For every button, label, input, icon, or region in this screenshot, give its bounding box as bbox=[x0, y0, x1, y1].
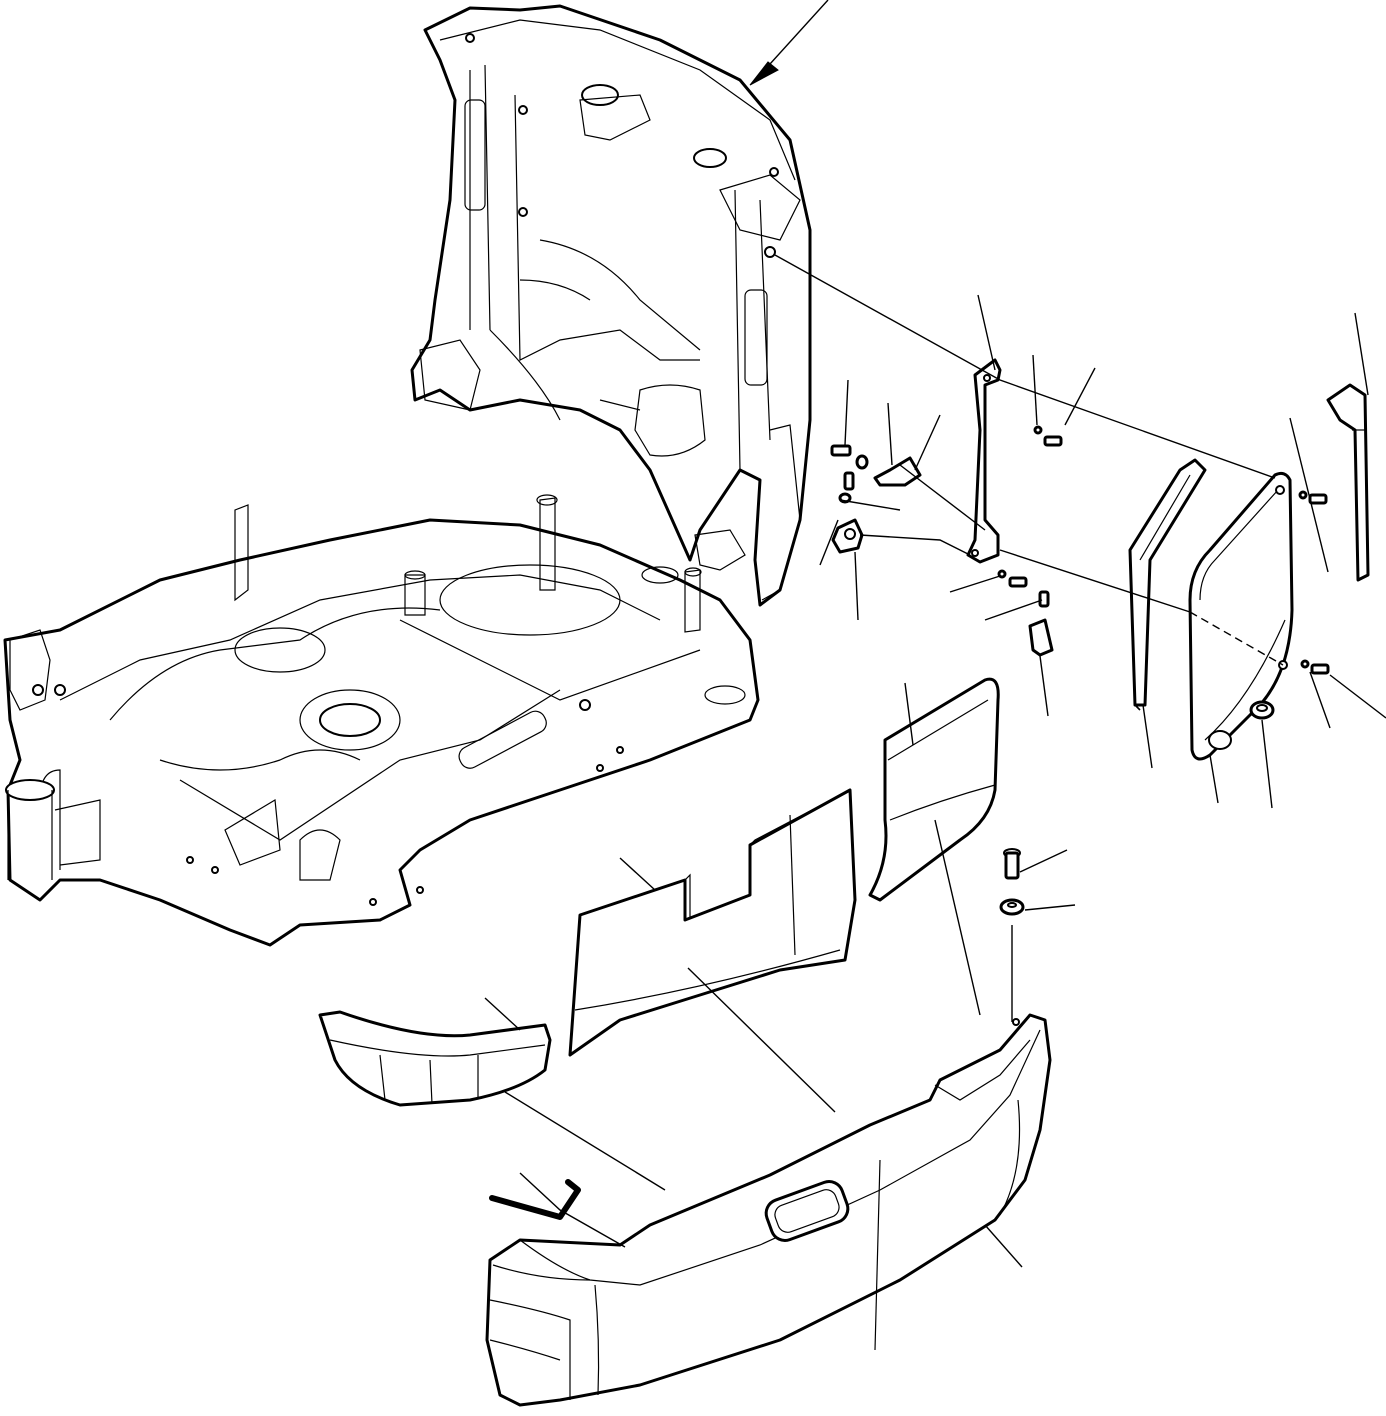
washer bbox=[999, 898, 1025, 916]
seal-strip bbox=[1134, 704, 1141, 711]
grommet bbox=[1249, 700, 1275, 720]
bracket bbox=[966, 358, 1002, 564]
bolts bbox=[830, 425, 1330, 675]
counterweight-side-cover bbox=[868, 677, 1000, 902]
counterweight bbox=[485, 1013, 1052, 1407]
clip bbox=[831, 383, 1370, 657]
leader-lines bbox=[484, 0, 1386, 1268]
counterweight-top-cover bbox=[568, 788, 857, 1057]
side-cover-panel bbox=[1188, 471, 1294, 761]
counterweight-left-cover bbox=[318, 1010, 552, 1107]
rear-frame-guard bbox=[410, 4, 812, 607]
bolts bbox=[1003, 848, 1021, 880]
lifting-hook-wire bbox=[489, 1179, 581, 1220]
revolving-frame bbox=[3, 494, 760, 947]
edge-trim bbox=[1128, 458, 1207, 707]
